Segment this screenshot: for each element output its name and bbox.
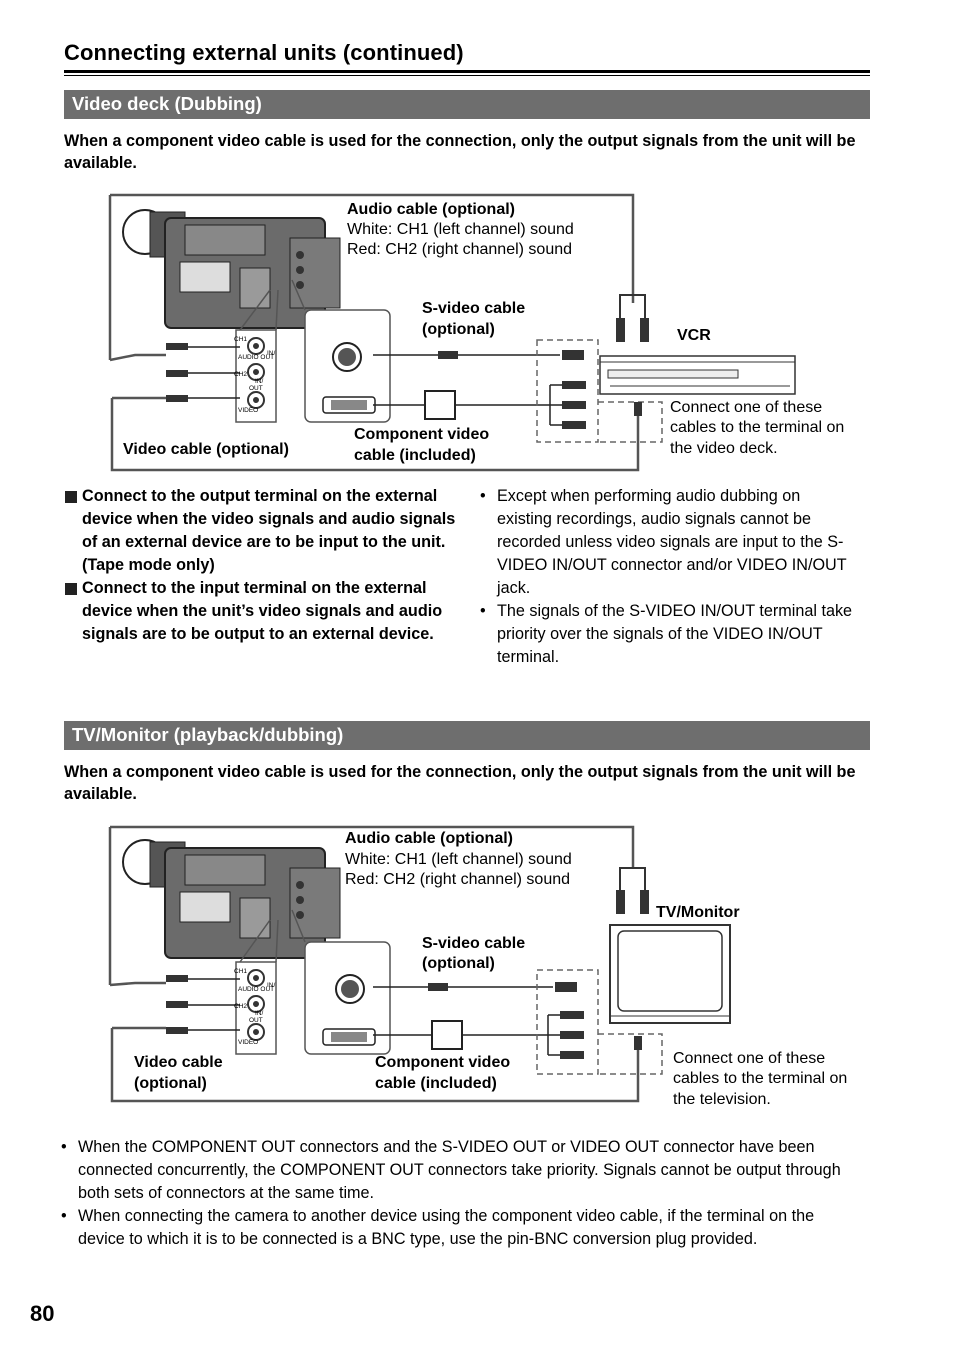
jack-audio-out: AUDIO OUT (238, 354, 275, 361)
section-heading-tv-monitor: TV/Monitor (playback/dubbing) (64, 721, 870, 750)
note-line-3: the video deck. (670, 440, 778, 457)
video-optional-label: (optional) (134, 1075, 207, 1092)
white-ch1-label: White: CH1 (left channel) sound (347, 221, 574, 238)
white-ch1-label: White: CH1 (left channel) sound (345, 851, 572, 868)
square-bullet-icon (65, 491, 77, 503)
jack-audio-out: AUDIO OUT (238, 986, 275, 993)
title-rule-thin (64, 75, 870, 76)
bullet-list-2: •When the COMPONENT OUT connectors and t… (61, 1136, 861, 1251)
square-item: Connect to the output terminal on the ex… (64, 485, 464, 577)
note-line-1: Connect one of these (670, 399, 823, 416)
page-title: Connecting external units (continued) (64, 40, 464, 65)
square-bullet-icon (65, 583, 77, 595)
title-rule (64, 70, 870, 73)
bullet-item: •The signals of the S-VIDEO IN/OUT termi… (480, 602, 853, 666)
svideo-cable-label: S-video cable (422, 935, 526, 952)
jack-video: VIDEO (238, 1039, 259, 1046)
jack-ch1: CH1 (234, 968, 248, 975)
jack-ch1: CH1 (234, 336, 248, 343)
jack-ch2: CH2 (234, 371, 248, 378)
tv-monitor-illustration (609, 924, 731, 1024)
red-ch2-label: Red: CH2 (right channel) sound (345, 871, 571, 888)
bullet-list-1: •Except when performing audio dubbing on… (480, 485, 855, 669)
note-line-2: cables to the terminal on (670, 419, 845, 436)
jack-video: VIDEO (238, 407, 259, 414)
component-included-label: cable (included) (354, 447, 476, 464)
vcr-illustration (599, 355, 796, 395)
note-line-3: the television. (673, 1091, 771, 1108)
section-heading-video-deck: Video deck (Dubbing) (64, 90, 870, 119)
component-cable-label: Component video (354, 426, 490, 443)
vcr-label: VCR (677, 327, 711, 344)
component-included-label: cable (included) (375, 1075, 497, 1092)
jack-out: OUT (249, 1017, 263, 1024)
audio-cable-label: Audio cable (optional) (345, 830, 513, 847)
square-item: Connect to the input terminal on the ext… (64, 577, 464, 646)
note-line-1: Connect one of these (673, 1050, 826, 1067)
jack-ch2: CH2 (234, 1003, 248, 1010)
bullet-item: •When connecting the camera to another d… (61, 1207, 815, 1248)
video-cable-label: Video cable (134, 1054, 223, 1071)
svideo-optional-label: (optional) (422, 955, 495, 972)
note-line-2: cables to the terminal on (673, 1070, 848, 1087)
bullet-item: •Except when performing audio dubbing on… (480, 487, 847, 597)
square-list: Connect to the output terminal on the ex… (64, 485, 464, 646)
bullet-item: •When the COMPONENT OUT connectors and t… (61, 1138, 841, 1202)
jack-in: IN/ (267, 982, 276, 989)
svideo-cable-label: S-video cable (422, 300, 526, 317)
jack-out: OUT (249, 385, 263, 392)
svideo-optional-label: (optional) (422, 321, 495, 338)
audio-cable-label: Audio cable (optional) (347, 201, 515, 218)
page-number: 80 (30, 1301, 55, 1326)
tv-monitor-label: TV/Monitor (656, 904, 740, 921)
jack-in2: IN/ (255, 1010, 264, 1017)
jack-in: IN/ (267, 350, 276, 357)
video-cable-label: Video cable (optional) (123, 441, 289, 458)
camcorder-illustration (122, 839, 341, 959)
section1-lead: When a component video cable is used for… (64, 132, 856, 172)
section2-lead: When a component video cable is used for… (64, 763, 856, 803)
component-cable-label: Component video (375, 1054, 511, 1071)
jack-in2: IN/ (255, 378, 264, 385)
red-ch2-label: Red: CH2 (right channel) sound (347, 241, 573, 258)
